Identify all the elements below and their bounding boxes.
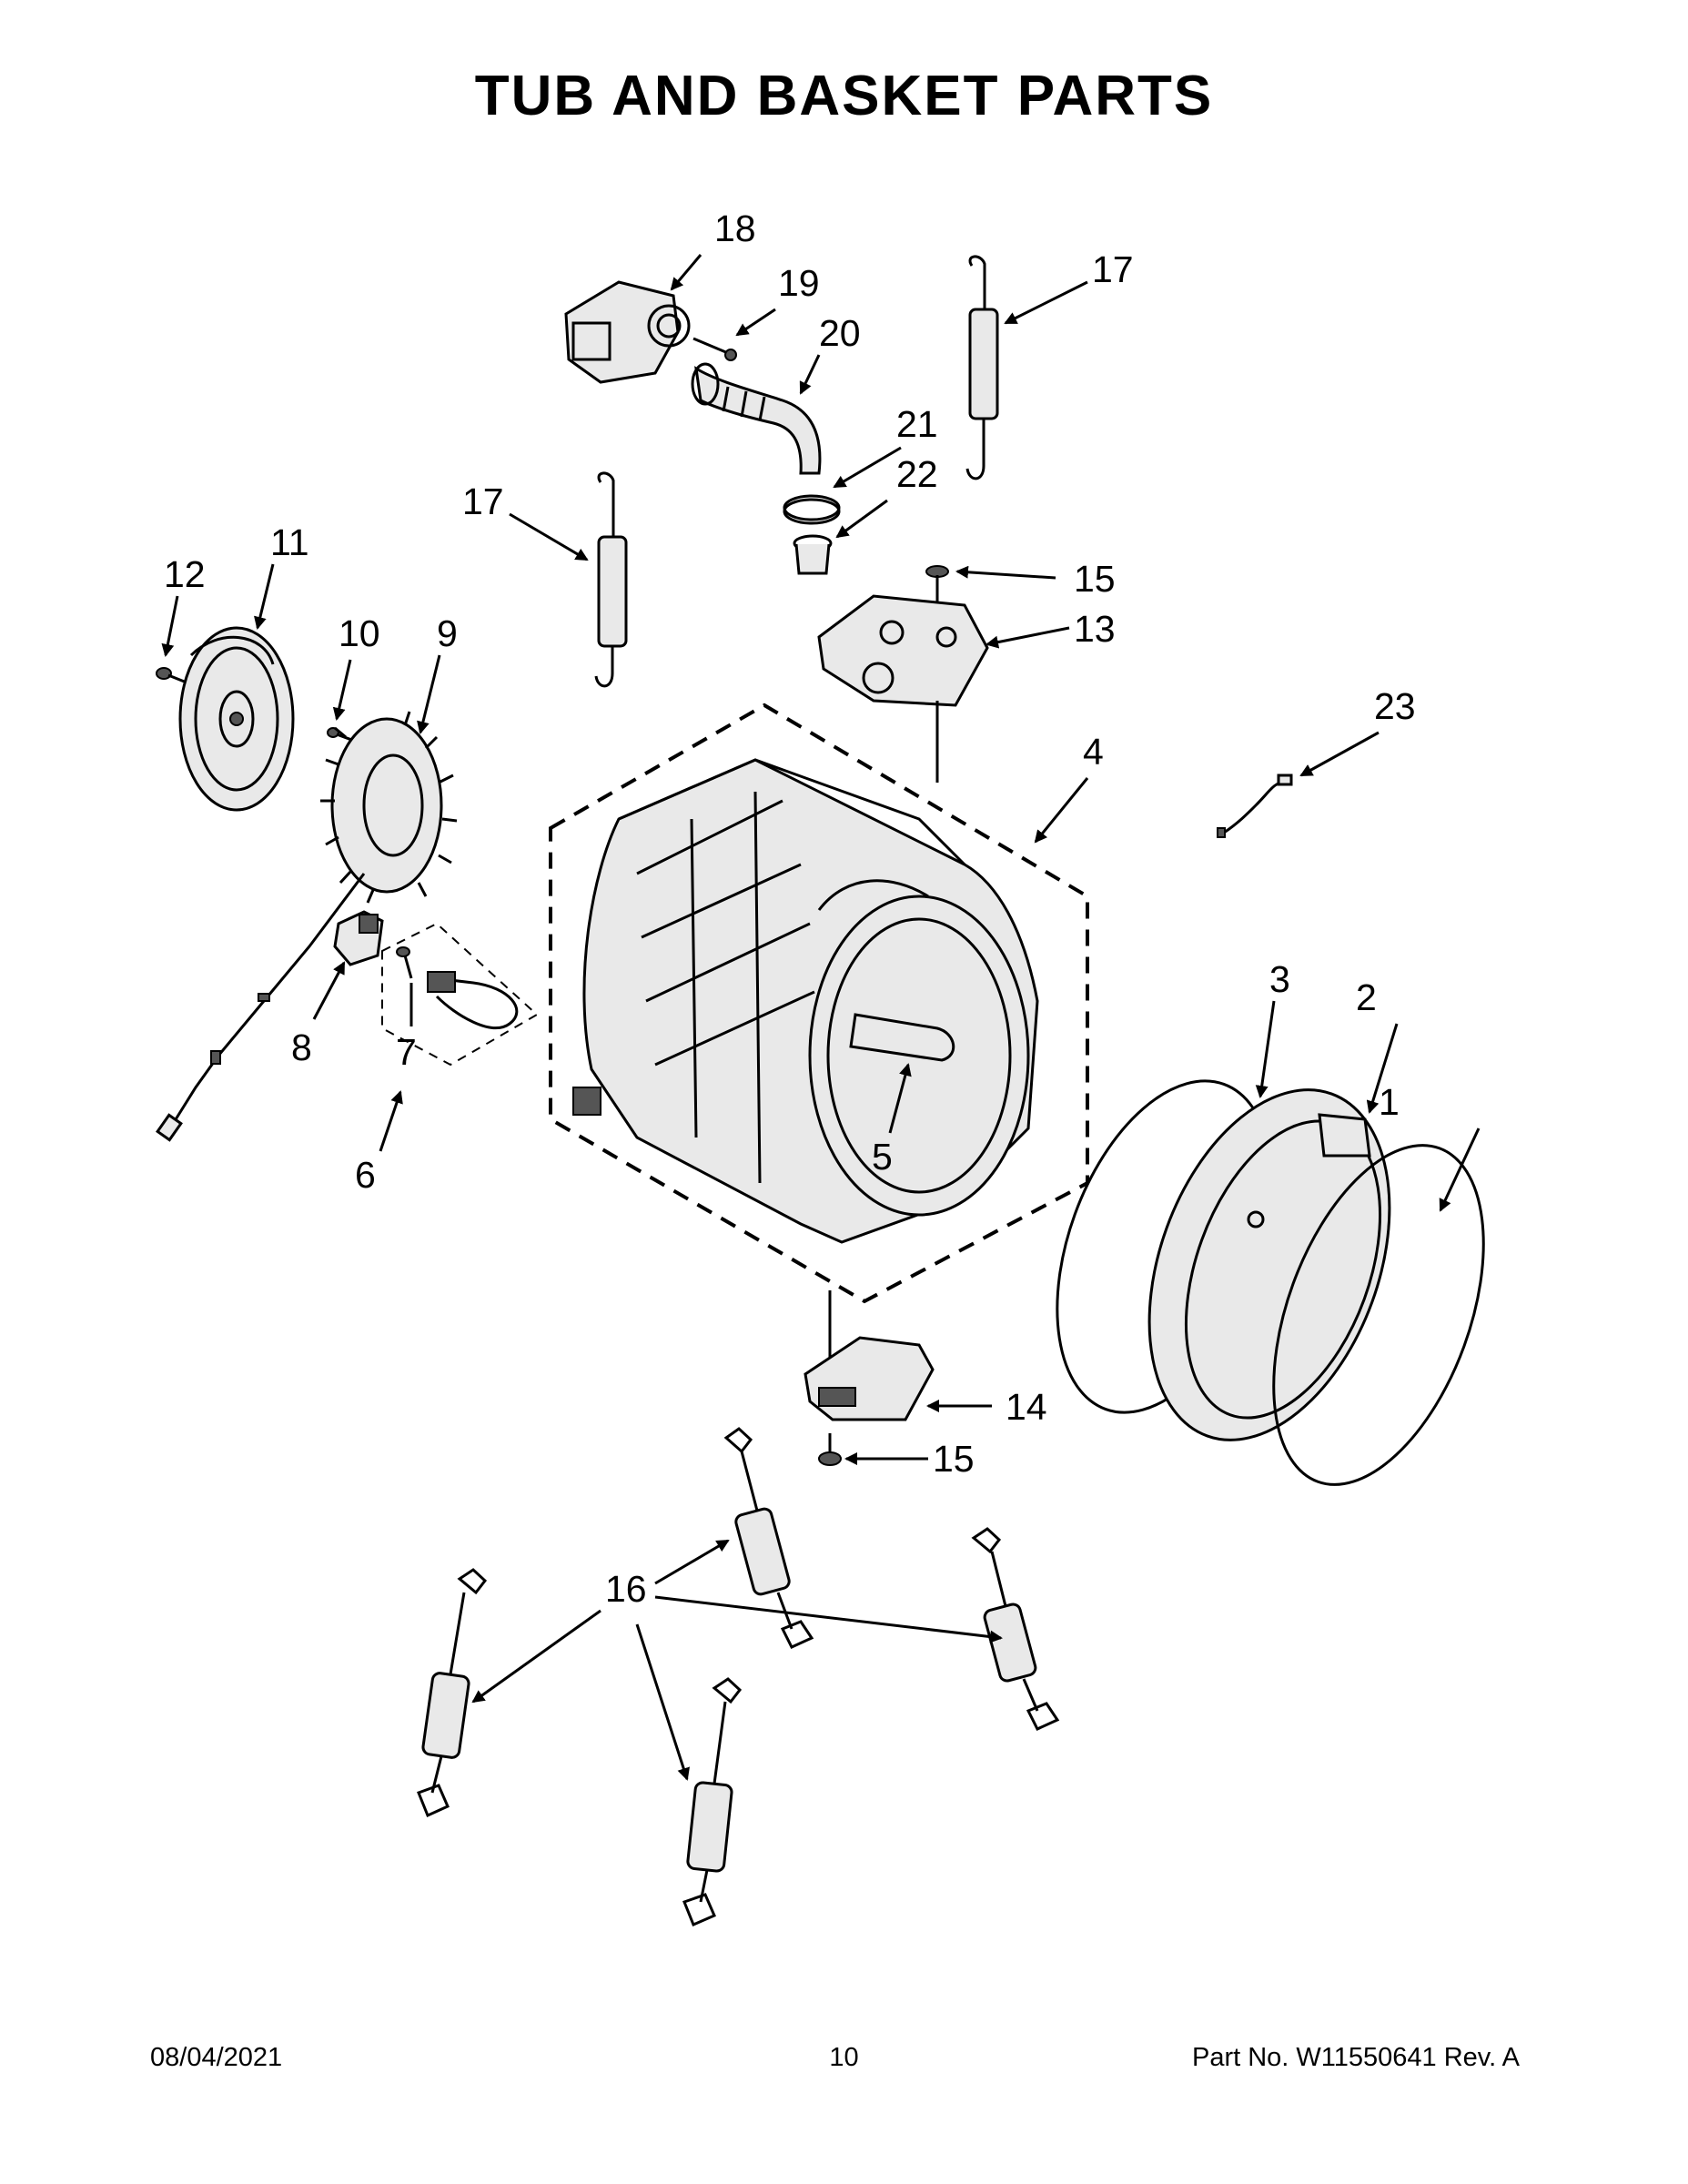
callout-15-top: 15 bbox=[1074, 558, 1116, 600]
footer-date: 08/04/2021 bbox=[150, 2043, 283, 2072]
part-9-wire-harness bbox=[156, 873, 366, 1142]
part-17-spring-left bbox=[594, 471, 628, 688]
leader-3 bbox=[1255, 1000, 1276, 1098]
part-1-ring bbox=[1272, 1144, 1485, 1486]
callout-13: 13 bbox=[1074, 608, 1116, 650]
part-6-heater-assembly bbox=[381, 922, 539, 1067]
part-16-damper-1 bbox=[723, 1427, 814, 1649]
part-16-damper-3 bbox=[417, 1568, 488, 1818]
callout-3: 3 bbox=[1269, 958, 1290, 1000]
callout-16: 16 bbox=[605, 1568, 647, 1610]
callout-7: 7 bbox=[396, 1031, 417, 1073]
callout-2: 2 bbox=[1356, 976, 1377, 1018]
part-2-front-tub bbox=[1147, 1088, 1391, 1441]
part-23-ground-wire bbox=[1217, 774, 1293, 838]
callout-21: 21 bbox=[896, 403, 938, 445]
leader-19 bbox=[735, 308, 776, 337]
leader-6 bbox=[379, 1090, 403, 1152]
part-15-screw-bottom bbox=[818, 1433, 842, 1466]
leader-12 bbox=[161, 595, 179, 657]
callout-1: 1 bbox=[1379, 1081, 1400, 1123]
callout-23: 23 bbox=[1374, 685, 1416, 727]
leader-13 bbox=[986, 626, 1070, 649]
part-15-screw-top bbox=[925, 565, 949, 602]
page-title: TUB AND BASKET PARTS bbox=[474, 65, 1214, 127]
part-9-stator bbox=[320, 711, 458, 904]
part-12-bolt bbox=[156, 667, 187, 684]
part-22-cap bbox=[793, 534, 833, 575]
leader-23 bbox=[1299, 731, 1380, 777]
footer-page-number: 10 bbox=[829, 2043, 859, 2072]
leader-11 bbox=[254, 563, 275, 630]
callout-14: 14 bbox=[1006, 1386, 1047, 1428]
callout-22: 22 bbox=[896, 453, 938, 495]
callout-5: 5 bbox=[872, 1136, 893, 1178]
leader-16-a bbox=[654, 1539, 730, 1585]
callout-12: 12 bbox=[164, 553, 206, 595]
part-16-damper-4 bbox=[682, 1677, 743, 1926]
part-4-outer-tub bbox=[572, 758, 1039, 1244]
leader-16-c bbox=[471, 1609, 601, 1704]
callout-8: 8 bbox=[291, 1026, 312, 1068]
leader-4 bbox=[1034, 777, 1089, 844]
leader-20 bbox=[799, 354, 821, 395]
leader-5 bbox=[888, 1063, 912, 1134]
part-21-clamp bbox=[783, 494, 841, 525]
callout-15-bottom: 15 bbox=[933, 1438, 975, 1480]
callout-6: 6 bbox=[355, 1154, 376, 1196]
leader-22 bbox=[835, 499, 888, 539]
callout-19: 19 bbox=[778, 262, 820, 304]
part-11-rotor bbox=[178, 626, 295, 812]
footer-part-number: Part No. W11550641 Rev. A bbox=[1191, 2043, 1520, 2072]
part-18-sump-housing bbox=[564, 280, 691, 384]
callout-17-left: 17 bbox=[462, 480, 504, 522]
leader-17-right bbox=[1004, 280, 1088, 325]
leader-16-d bbox=[635, 1623, 690, 1781]
part-20-hose bbox=[691, 362, 822, 475]
part-16-damper-2 bbox=[971, 1527, 1060, 1731]
part-17-spring-right bbox=[965, 255, 999, 480]
leader-9 bbox=[417, 654, 441, 734]
callout-17-right: 17 bbox=[1092, 248, 1134, 290]
part-13-counterweight-top bbox=[817, 594, 989, 783]
leader-1 bbox=[1439, 1127, 1481, 1212]
leader-21 bbox=[833, 446, 902, 489]
callout-18: 18 bbox=[714, 207, 756, 249]
part-19-screw bbox=[692, 337, 737, 361]
callout-4: 4 bbox=[1083, 731, 1104, 773]
part-8-sensor bbox=[333, 910, 384, 966]
leader-16-b bbox=[654, 1595, 1003, 1643]
leader-17-left bbox=[509, 512, 589, 561]
leader-10 bbox=[332, 659, 352, 721]
leader-2 bbox=[1366, 1023, 1399, 1114]
leader-18 bbox=[670, 254, 702, 291]
callout-20: 20 bbox=[819, 312, 861, 354]
callout-labels: 1 2 3 4 5 6 7 8 9 10 11 12 13 14 15 15 1… bbox=[164, 207, 1416, 1610]
callout-9: 9 bbox=[437, 612, 458, 654]
part-5-baffle bbox=[849, 1013, 955, 1062]
leader-15-top bbox=[955, 565, 1056, 580]
callout-10: 10 bbox=[339, 612, 380, 654]
callout-leaders bbox=[161, 254, 1481, 1781]
callout-11: 11 bbox=[270, 521, 309, 563]
part-14-counterweight-bottom bbox=[804, 1290, 935, 1421]
leader-8 bbox=[312, 961, 346, 1020]
